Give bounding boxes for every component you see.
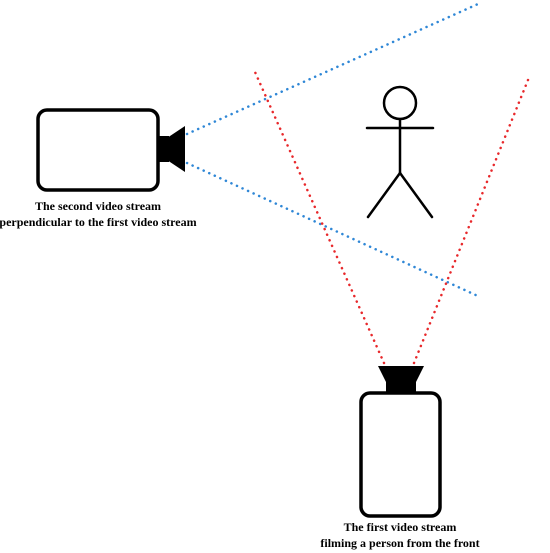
first-stream-view-edge-left bbox=[253, 70, 386, 365]
first-stream-field-of-view bbox=[253, 70, 530, 365]
second-camera bbox=[36, 108, 185, 192]
first-stream-caption-line-1: The first video stream bbox=[344, 520, 457, 534]
stick-figure-left-leg bbox=[366, 171, 402, 219]
first-stream-caption-line-2: filming a person from the front bbox=[320, 536, 479, 550]
first-camera-lens-mount bbox=[386, 382, 416, 394]
second-camera-body bbox=[36, 108, 160, 192]
second-stream-caption-line-1: The second video stream bbox=[35, 199, 161, 213]
first-stream-view-edge-right bbox=[412, 78, 530, 365]
second-camera-lens-mount bbox=[158, 136, 169, 162]
stick-figure-right-leg bbox=[398, 171, 434, 219]
video-camera-icon bbox=[167, 126, 185, 172]
second-stream-caption-line-2: perpendicular to the first video stream bbox=[0, 215, 197, 229]
stick-figure-icon bbox=[365, 85, 435, 219]
stick-figure-head bbox=[382, 85, 418, 121]
video-camera-icon bbox=[378, 366, 424, 384]
second-stream-field-of-view bbox=[185, 2, 482, 299]
first-camera bbox=[359, 366, 442, 518]
second-stream-view-edge-lower bbox=[185, 161, 482, 299]
first-camera-body bbox=[359, 391, 442, 518]
second-stream-view-edge-upper bbox=[185, 2, 480, 136]
